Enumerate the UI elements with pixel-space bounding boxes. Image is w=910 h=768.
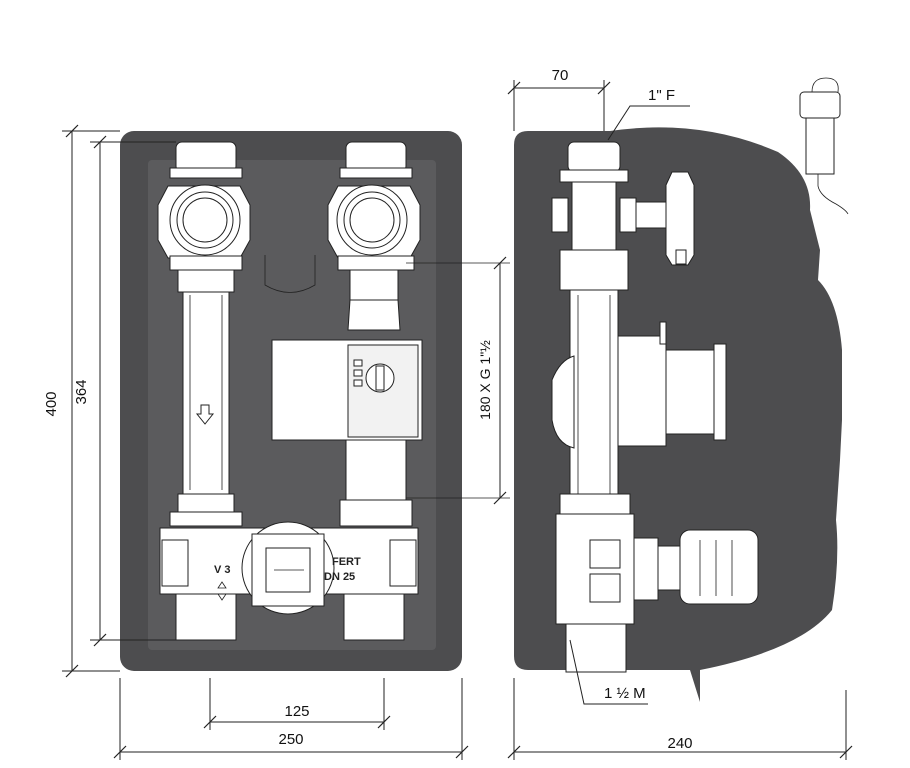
valve-model-label: V 3	[214, 564, 231, 576]
thermostat-head-icon	[589, 529, 759, 605]
dimension-lines	[62, 80, 853, 760]
dim-depth-side: 240	[667, 735, 692, 752]
dim-pump-length: 180 X G 1"½	[477, 340, 493, 420]
arrow-down-icon	[195, 404, 215, 425]
mixing-valve: V 3 FERT DN 25	[159, 521, 419, 641]
right-return-line	[327, 141, 421, 527]
dim-top-offset: 70	[552, 67, 569, 84]
dim-width-front: 250	[278, 731, 303, 748]
side-view	[514, 127, 842, 703]
dim-height-inner: 364	[73, 379, 90, 404]
dim-height-outer: 400	[43, 391, 60, 416]
side-pump-motor	[551, 321, 727, 449]
side-pipe	[551, 141, 637, 673]
callout-bottom-connection: 1 ½ M	[604, 685, 646, 702]
temperature-sensor-icon	[799, 77, 849, 215]
callout-top-connection: 1" F	[648, 87, 675, 104]
valve-brand-label: FERT	[332, 556, 361, 568]
shutoff-valve-handwheel	[635, 171, 695, 266]
front-view: V 3 FERT DN 25	[120, 131, 510, 671]
valve-size-label: DN 25	[324, 571, 355, 583]
left-flow-line	[157, 141, 251, 527]
dim-connection-spacing: 125	[284, 703, 309, 720]
circulation-pump	[271, 339, 423, 441]
